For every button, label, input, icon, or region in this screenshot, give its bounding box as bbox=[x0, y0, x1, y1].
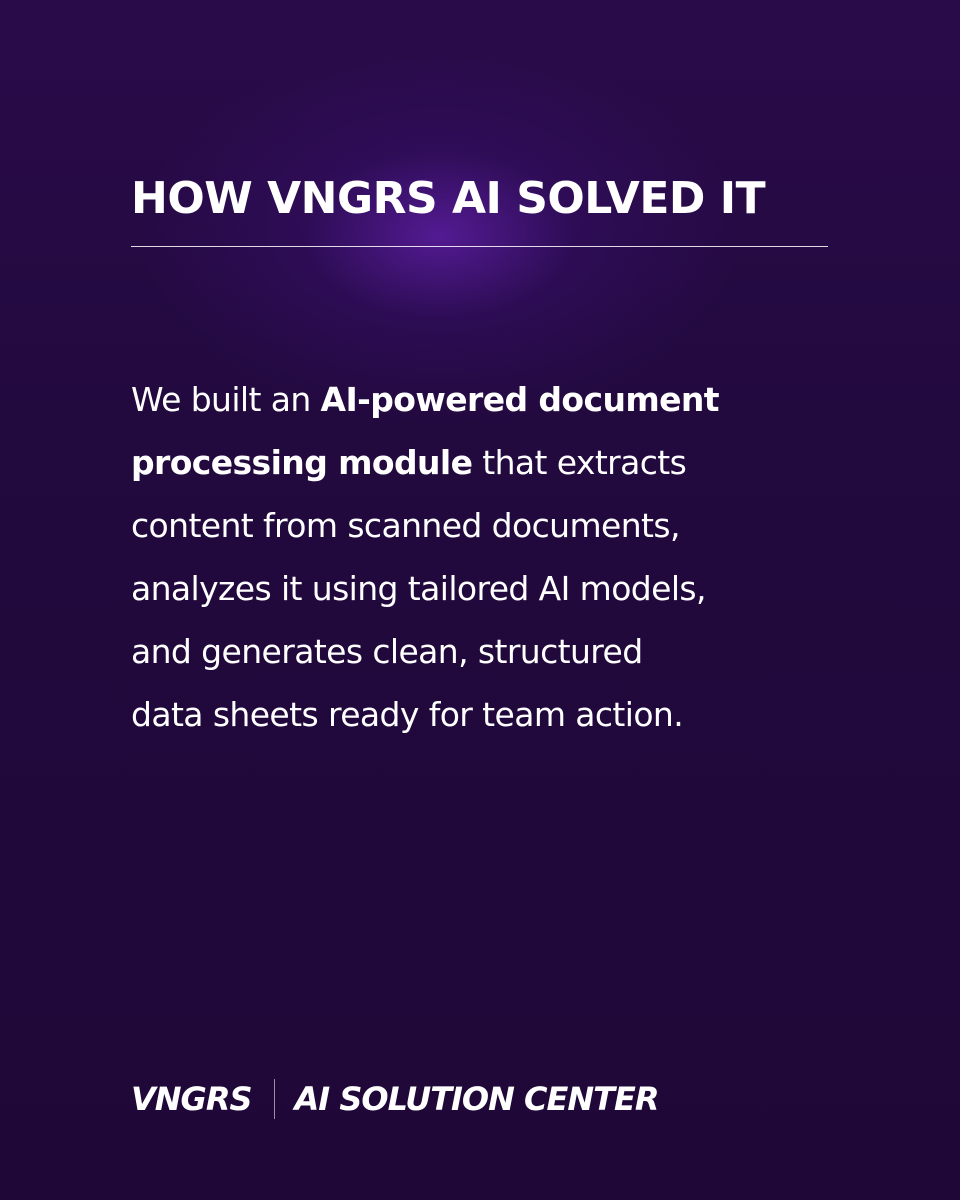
body-line-6: data sheets ready for team action. bbox=[131, 695, 684, 734]
body-line-1-prefix: We built an bbox=[131, 380, 321, 419]
page-title: HOW VNGRS AI SOLVED IT bbox=[131, 173, 766, 224]
body-paragraph: We built an AI-powered document processi… bbox=[131, 368, 851, 746]
body-line-4: analyzes it using tailored AI models, bbox=[131, 569, 707, 608]
footer-separator bbox=[273, 1079, 275, 1119]
body-line-5: and generates clean, structured bbox=[131, 632, 643, 671]
body-line-3: content from scanned documents, bbox=[131, 506, 680, 545]
body-line-2-suffix: that extracts bbox=[472, 443, 687, 482]
body-line-2: processing module that extracts bbox=[131, 431, 851, 494]
body-line-1-bold: AI-powered document bbox=[320, 380, 720, 419]
title-divider bbox=[131, 246, 828, 247]
body-line-2-bold: processing module bbox=[131, 443, 473, 482]
brand-logo: VNGRS bbox=[131, 1080, 252, 1118]
footer-branding: VNGRS AI SOLUTION CENTER bbox=[131, 1075, 660, 1123]
body-line-1: We built an AI-powered document bbox=[131, 368, 851, 431]
footer-tagline: AI SOLUTION CENTER bbox=[294, 1080, 660, 1118]
